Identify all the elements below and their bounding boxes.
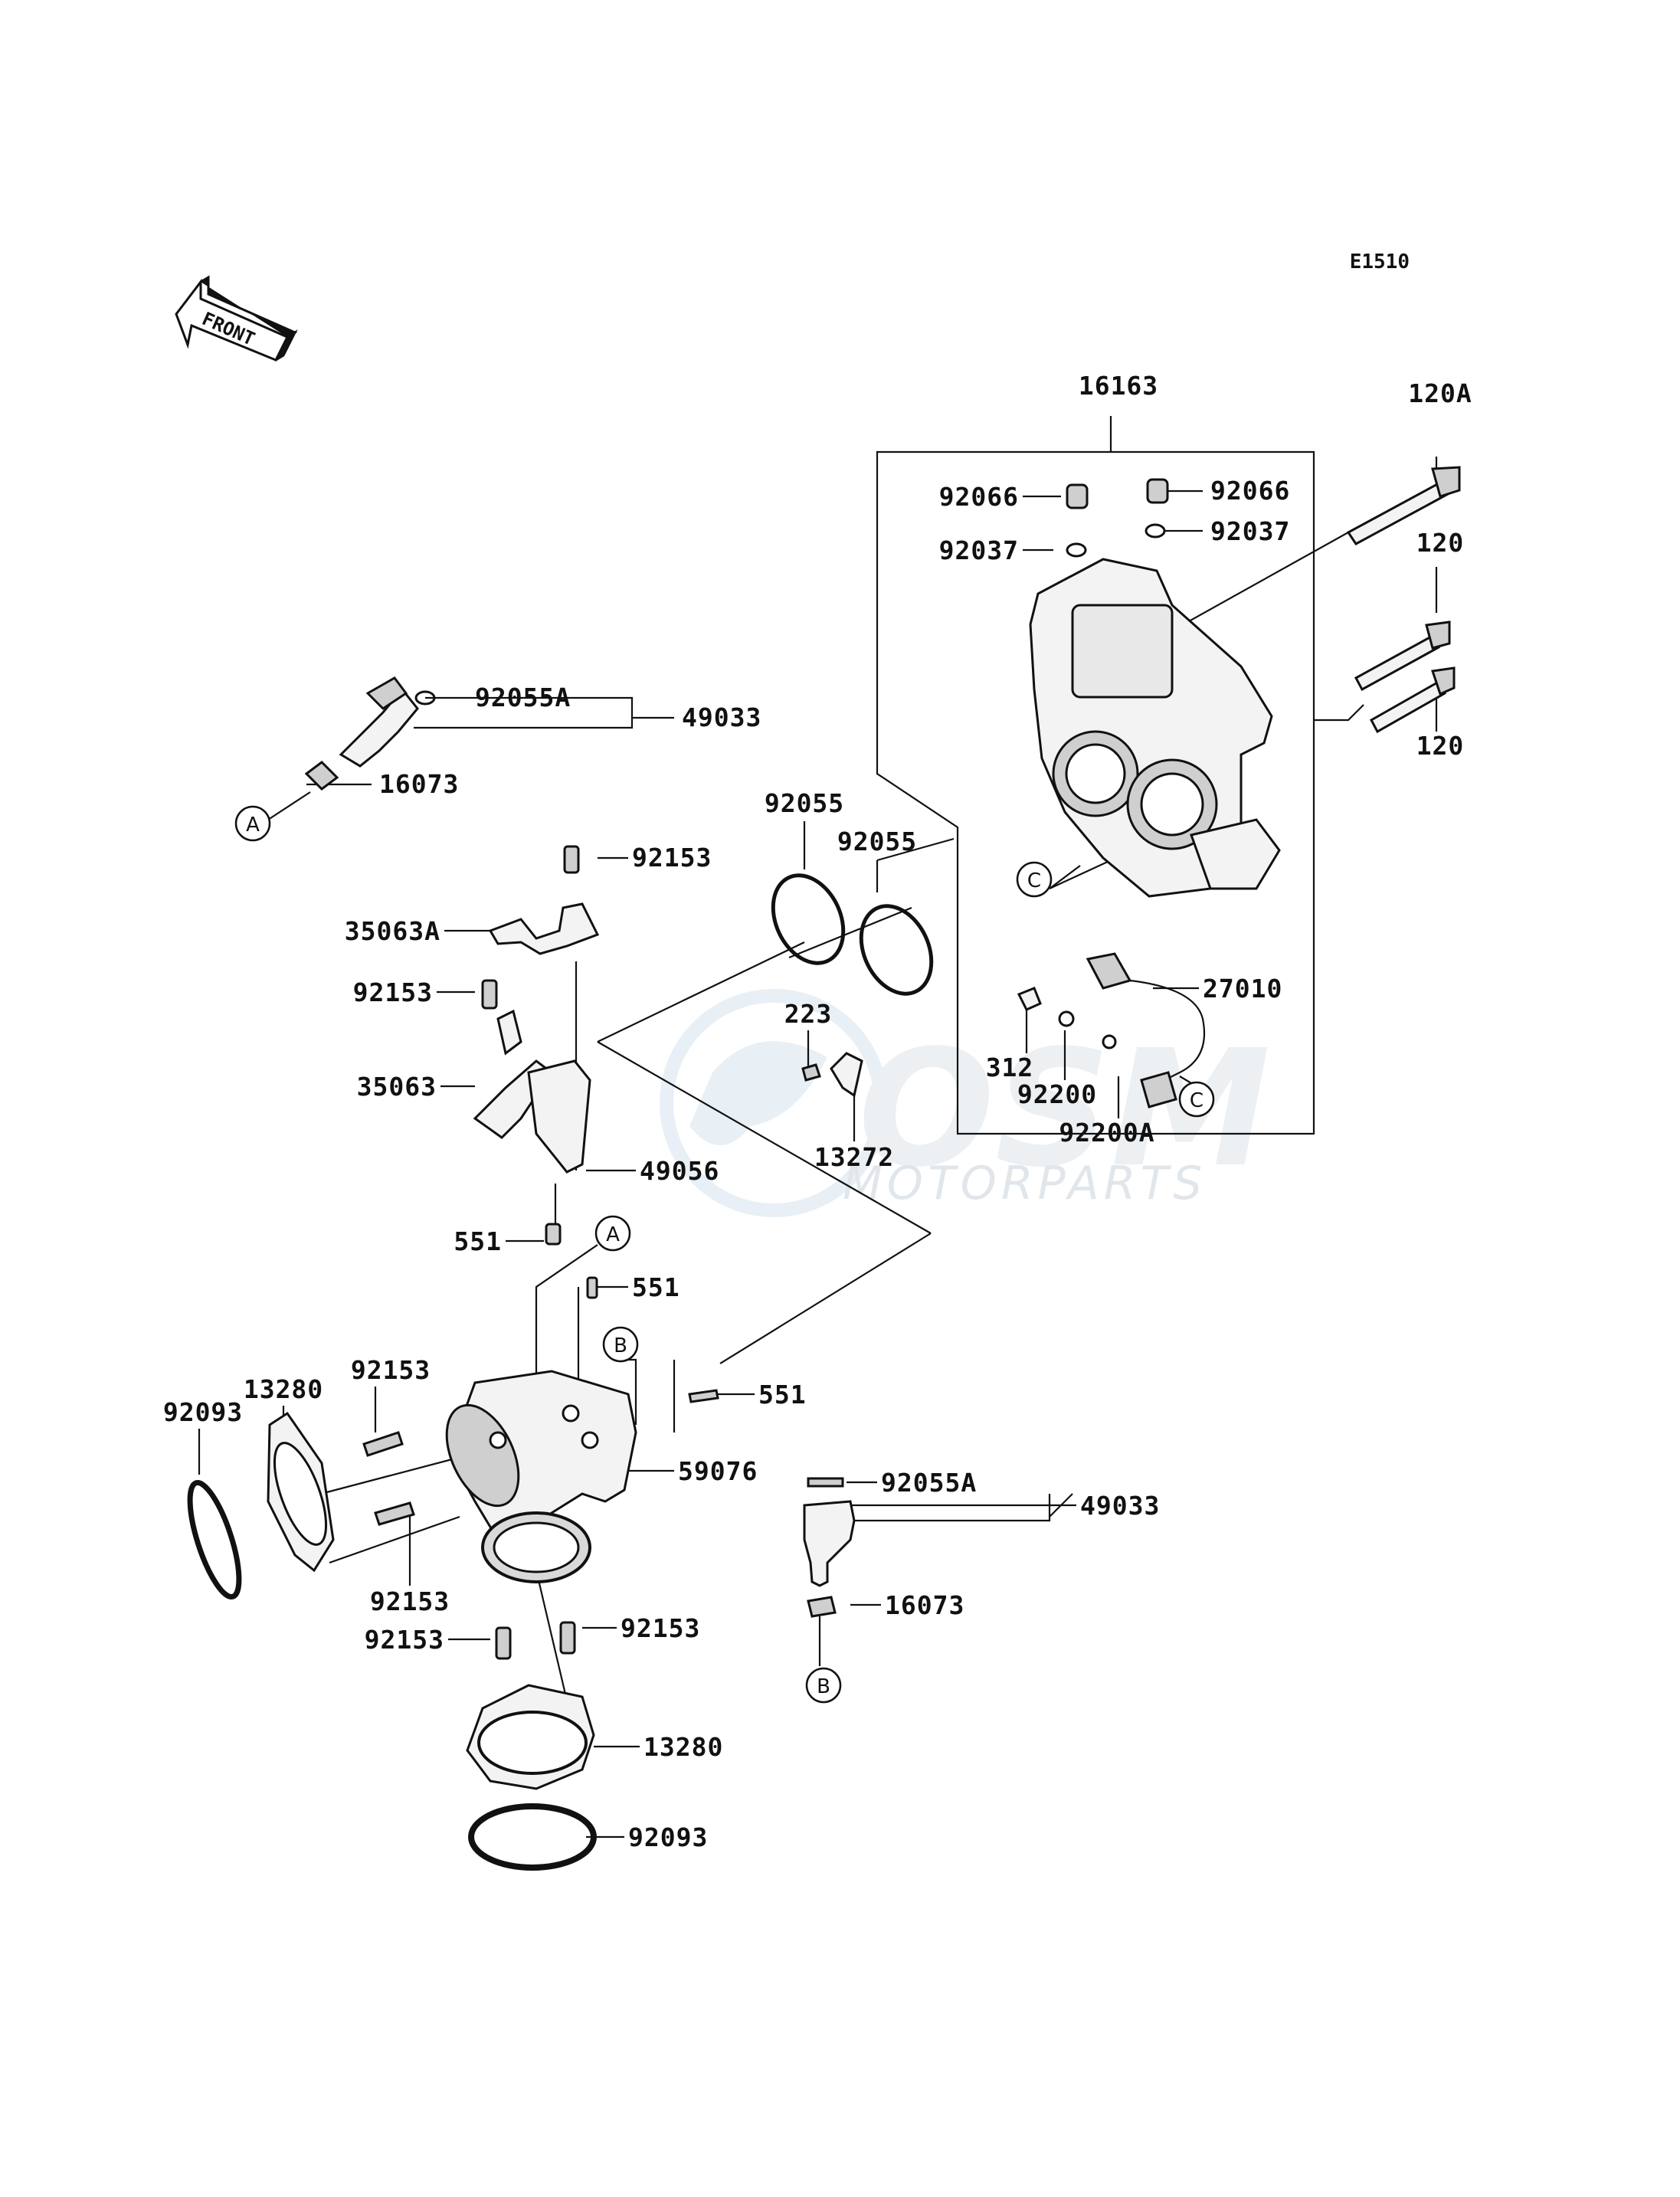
label-13280-bottom: 13280 [644, 1732, 723, 1762]
oring-92055-icon [771, 873, 934, 996]
label-16073-top: 16073 [379, 769, 459, 799]
label-92055-right: 92055 [837, 827, 917, 856]
sensor-27010-icon [1017, 952, 1206, 1108]
label-35063: 35063 [357, 1072, 437, 1102]
svg-text:B: B [817, 1675, 830, 1698]
bolt-120-icon [1354, 620, 1456, 734]
label-92037-left: 92037 [939, 535, 1019, 565]
label-16073-bottom: 16073 [885, 1590, 964, 1620]
svg-text:B: B [614, 1334, 627, 1357]
flange-13280-top-icon [267, 1411, 335, 1573]
injector-top-icon [304, 676, 436, 791]
callout-c2: C [1178, 1081, 1215, 1118]
label-92153-b: 92153 [353, 977, 433, 1007]
diagram-ref: E1510 [1350, 250, 1410, 273]
label-92055A-top: 92055A [475, 683, 571, 712]
label-92153-a: 92153 [632, 843, 712, 873]
label-92093-top: 92093 [163, 1397, 243, 1427]
label-49033-top: 49033 [682, 702, 761, 732]
fuel-pipe-49056-icon [473, 979, 591, 1246]
label-92200: 92200 [1017, 1079, 1097, 1109]
bolt-120A-icon [1346, 466, 1461, 545]
svg-text:C: C [1190, 1089, 1204, 1112]
leader-lines [198, 416, 1438, 1838]
svg-text:A: A [246, 814, 260, 837]
label-120-top: 120 [1416, 528, 1465, 558]
label-92153-c: 92153 [351, 1355, 431, 1385]
label-120A: 120A [1408, 378, 1472, 408]
oring-92037-icon [1066, 523, 1166, 558]
label-120-bottom: 120 [1416, 731, 1465, 761]
label-92200A: 92200A [1059, 1118, 1154, 1148]
bolt-92153-icons [362, 1431, 576, 1660]
svg-text:A: A [606, 1223, 620, 1246]
label-92153-d: 92153 [370, 1586, 450, 1616]
label-551-b: 551 [632, 1272, 680, 1302]
label-312: 312 [986, 1053, 1034, 1082]
callout-b1: B [602, 1326, 639, 1363]
label-35063A: 35063A [345, 916, 440, 946]
label-27010: 27010 [1203, 974, 1282, 1004]
injector-bottom-icon [803, 1477, 856, 1618]
label-551-c: 551 [758, 1380, 807, 1410]
label-92037-right: 92037 [1210, 516, 1290, 546]
label-92153-f: 92153 [621, 1613, 700, 1643]
seal-92093-bottom-icon [468, 1803, 597, 1871]
seal-92093-top-icon [187, 1480, 242, 1599]
label-223: 223 [784, 999, 833, 1029]
label-92066-left: 92066 [939, 482, 1019, 512]
throttle-body-assembly [1029, 558, 1281, 898]
label-49056: 49056 [640, 1156, 719, 1186]
label-92066-right: 92066 [1210, 476, 1290, 506]
label-59076: 59076 [678, 1456, 758, 1486]
callout-a2: A [594, 1215, 631, 1252]
label-13272: 13272 [814, 1142, 894, 1172]
dowel-92066-icon [1066, 478, 1169, 509]
label-16163: 16163 [1079, 371, 1158, 401]
screw-223-icon [801, 1052, 863, 1098]
svg-text:C: C [1027, 869, 1041, 892]
watermark-text: MOTORPARTS [843, 1157, 1207, 1210]
front-arrow-icon: FRONT [175, 275, 298, 362]
callout-b2: B [805, 1667, 842, 1704]
label-92153-e: 92153 [365, 1625, 444, 1655]
bracket-35063A-icon [488, 845, 600, 955]
label-551-a: 551 [454, 1226, 502, 1256]
label-92093-bottom: 92093 [628, 1822, 708, 1852]
label-92055A-bottom: 92055A [881, 1468, 977, 1498]
callout-a1: A [234, 805, 271, 842]
label-13280-top: 13280 [244, 1374, 323, 1404]
callout-c1: C [1016, 861, 1053, 898]
flange-13280-bottom-icon [466, 1684, 595, 1790]
label-49033-bottom: 49033 [1080, 1491, 1160, 1521]
intake-manifold-59076-icon [445, 1276, 719, 1583]
label-92055-left: 92055 [765, 788, 844, 818]
part-labels: 16163 120A 120 120 92066 92066 92037 920… [163, 371, 1472, 1852]
